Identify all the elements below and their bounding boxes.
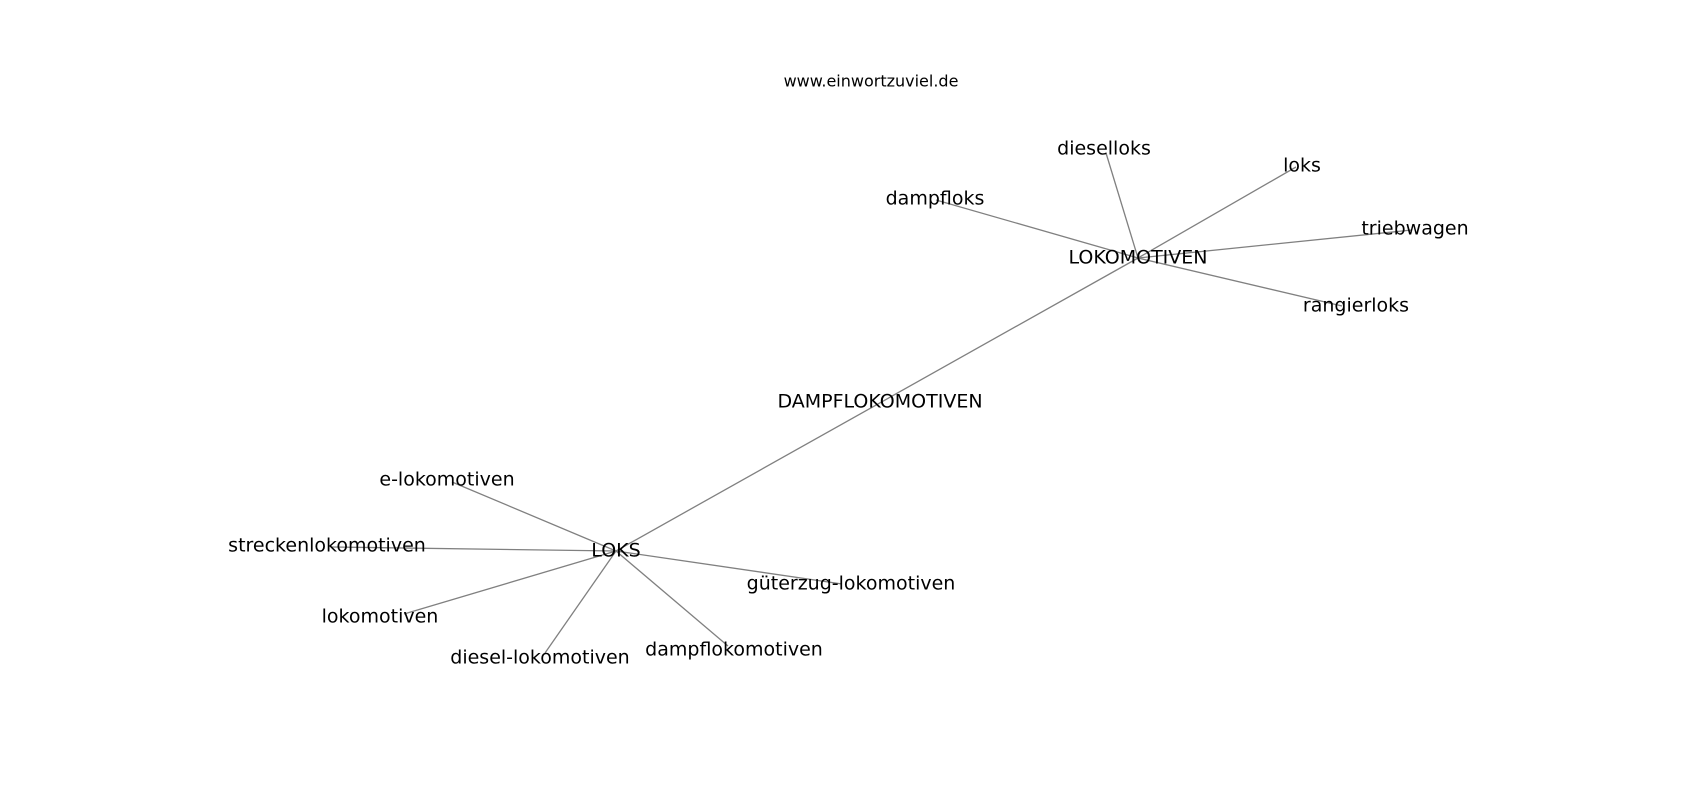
node-dampflokomotiven: dampflokomotiven (645, 639, 823, 661)
node-lokomotiven: lokomotiven (322, 606, 439, 628)
edge-lokomotiven-dieselloks (1105, 152, 1139, 259)
node-dampflokomotiven: DAMPFLOKOMOTIVEN (777, 391, 982, 413)
edge-lokomotiven-dampfloks (935, 199, 1139, 259)
node-dieselloks: dieselloks (1057, 138, 1151, 160)
edge-loks-streckenlokomotiven (331, 546, 617, 552)
node-diesel-lokomotiven: diesel-lokomotiven (450, 647, 629, 669)
edge-loks-diesel-lokomotiven (544, 550, 617, 654)
source-url: www.einwortzuviel.de (784, 72, 959, 91)
nodes-layer: LOKOMOTIVEN DAMPFLOKOMOTIVEN LOKS diesellok… (228, 138, 1468, 669)
edge-lokomotiven-loks (1137, 166, 1297, 259)
edge-loks-dampflokomotiven (615, 550, 729, 647)
node-loks: loks (1283, 155, 1321, 177)
edge-lokomotiven-triebwagen (1137, 229, 1413, 259)
edge-lokomotiven-loks (615, 257, 1139, 552)
node-streckenlokomotiven: streckenlokomotiven (228, 535, 426, 557)
node-dampfloks: dampfloks (886, 188, 985, 210)
edge-loks-lokomotiven (403, 550, 617, 615)
edge-loks-gueterzug-lokomotiven (615, 550, 843, 585)
node-loks: LOKS (591, 540, 640, 562)
edge-lokomotiven-rangierloks (1137, 257, 1343, 307)
node-gueterzug-lokomotiven: güterzug-lokomotiven (747, 573, 956, 595)
edge-loks-e-lokomotiven (451, 481, 617, 552)
edges-layer (331, 152, 1413, 654)
node-triebwagen: triebwagen (1361, 218, 1468, 240)
node-lokomotiven: LOKOMOTIVEN (1068, 247, 1207, 269)
node-e-lokomotiven: e-lokomotiven (379, 469, 514, 491)
node-rangierloks: rangierloks (1303, 295, 1409, 317)
